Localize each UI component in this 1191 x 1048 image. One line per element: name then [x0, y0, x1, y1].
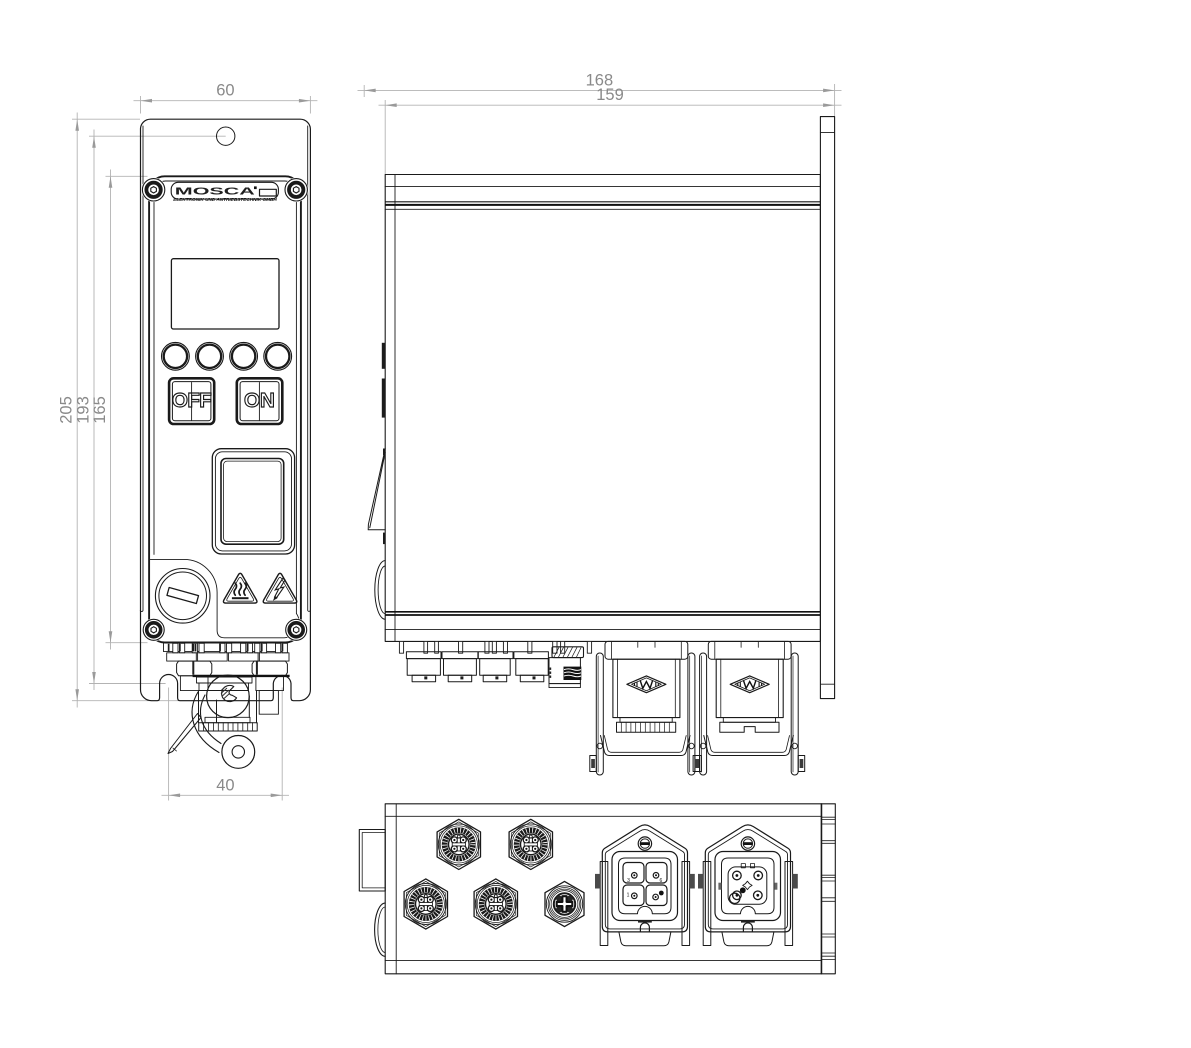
- svg-text:ELEKTRONIK UND ANTRIEBSTECHNIK: ELEKTRONIK UND ANTRIEBSTECHNIK GMBH: [173, 197, 277, 202]
- svg-text:168: 168: [586, 71, 614, 89]
- svg-text:3: 3: [627, 878, 630, 884]
- svg-text:MOSCA: MOSCA: [175, 186, 256, 197]
- svg-text:193: 193: [74, 396, 92, 424]
- svg-text:6: 6: [660, 878, 663, 884]
- svg-text:40: 40: [216, 777, 234, 795]
- svg-text:159: 159: [596, 86, 624, 104]
- svg-text:205: 205: [58, 396, 76, 424]
- svg-text:165: 165: [91, 396, 109, 424]
- svg-text:OFF: OFF: [172, 389, 211, 412]
- svg-text:1: 1: [627, 892, 630, 898]
- svg-text:ON: ON: [244, 389, 275, 412]
- svg-text:60: 60: [216, 82, 234, 100]
